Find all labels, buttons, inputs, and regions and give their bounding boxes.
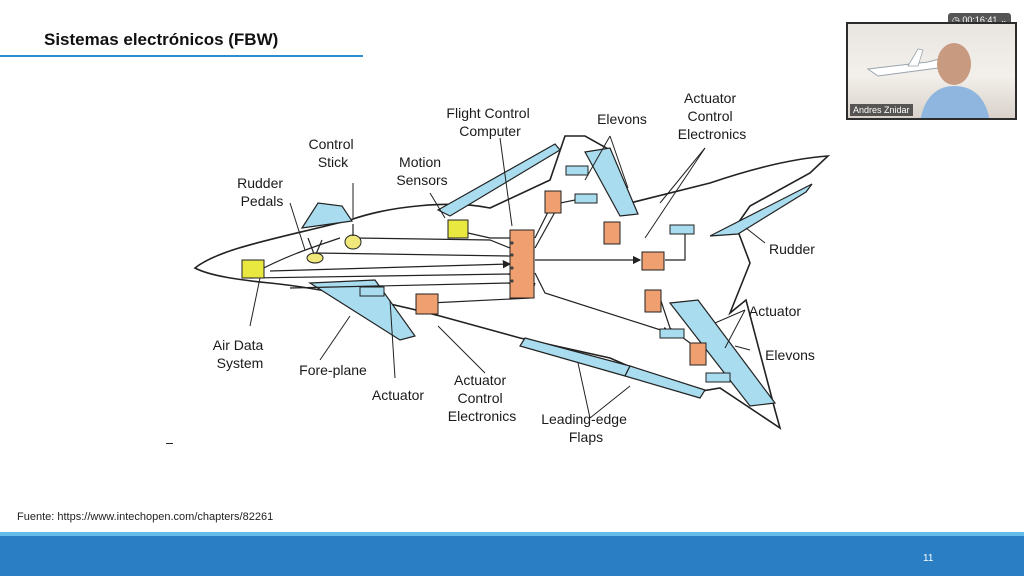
leading-edge-flap-bottom-2 [624, 365, 706, 399]
fbw-aircraft-diagram: Flight Control Computer Elevons Actuator… [193, 90, 831, 445]
label-control-stick: Control Stick [308, 136, 357, 170]
label-actuator-control-electronics-bottom: Actuator Control Electronics [448, 372, 516, 424]
title-underline [0, 55, 363, 57]
label-leading-edge-flaps: Leading-edge Flaps [541, 411, 631, 445]
actuator-electronics-boxes [415, 190, 707, 366]
source-citation: Fuente: https://www.intechopen.com/chapt… [17, 511, 274, 523]
ace-box-3 [641, 251, 665, 271]
ace-box-2 [603, 221, 621, 245]
ace-box-4 [644, 289, 662, 313]
label-motion-sensors: Motion Sensors [396, 154, 447, 188]
ace-box-1 [544, 190, 562, 214]
label-actuator-control-electronics-top: Actuator Control Electronics [678, 90, 746, 142]
page-number: 11 [923, 553, 934, 564]
slide-title: Sistemas electrónicos (FBW) [44, 30, 279, 49]
label-leader-lines [249, 135, 766, 419]
stray-dash-mark [166, 443, 173, 444]
control-stick-unit [344, 234, 362, 250]
video-feed [866, 43, 990, 118]
person-shirt [920, 86, 990, 118]
footer-accent-line [0, 532, 1024, 536]
elevon-bottom [668, 299, 777, 407]
footer-bar [0, 536, 1024, 576]
label-actuator-bottom: Actuator [372, 387, 424, 403]
label-flight-control-computer: Flight Control Computer [446, 105, 533, 139]
label-rudder-pedals: Rudder Pedals [237, 175, 287, 209]
clock-icon: ◷ [952, 15, 963, 25]
label-fore-plane: Fore-plane [299, 362, 367, 378]
actuators [359, 165, 731, 383]
timer-text: 00:16:41 [962, 15, 998, 25]
label-elevons-bottom: Elevons [765, 347, 815, 363]
label-actuator-right: Actuator [749, 303, 801, 319]
flight-control-computer-box [509, 229, 535, 299]
sensors [241, 219, 469, 279]
ace-box-5 [415, 293, 439, 315]
rudder-pedals-unit [306, 252, 324, 264]
air-data-sensor [241, 259, 265, 279]
participant-video[interactable]: Andres Znidar [846, 22, 1017, 120]
person-head [937, 43, 971, 85]
rudder-surface [709, 183, 813, 237]
elevon-top [584, 147, 639, 217]
fore-plane-surface [308, 279, 416, 341]
leading-edge-flap-bottom-1 [519, 337, 631, 377]
motion-sensor [447, 219, 469, 239]
label-air-data-system: Air Data System [213, 337, 267, 371]
participant-name-label: Andres Znidar [850, 104, 913, 116]
label-rudder: Rudder [769, 241, 815, 257]
control-surfaces [300, 143, 813, 407]
ace-box-6 [689, 342, 707, 366]
chevron-down-icon: ⌄ [997, 15, 1008, 25]
label-elevons-top: Elevons [597, 111, 647, 127]
wing-leading-flap-top [436, 143, 561, 217]
vertical-fin-left [300, 202, 354, 229]
